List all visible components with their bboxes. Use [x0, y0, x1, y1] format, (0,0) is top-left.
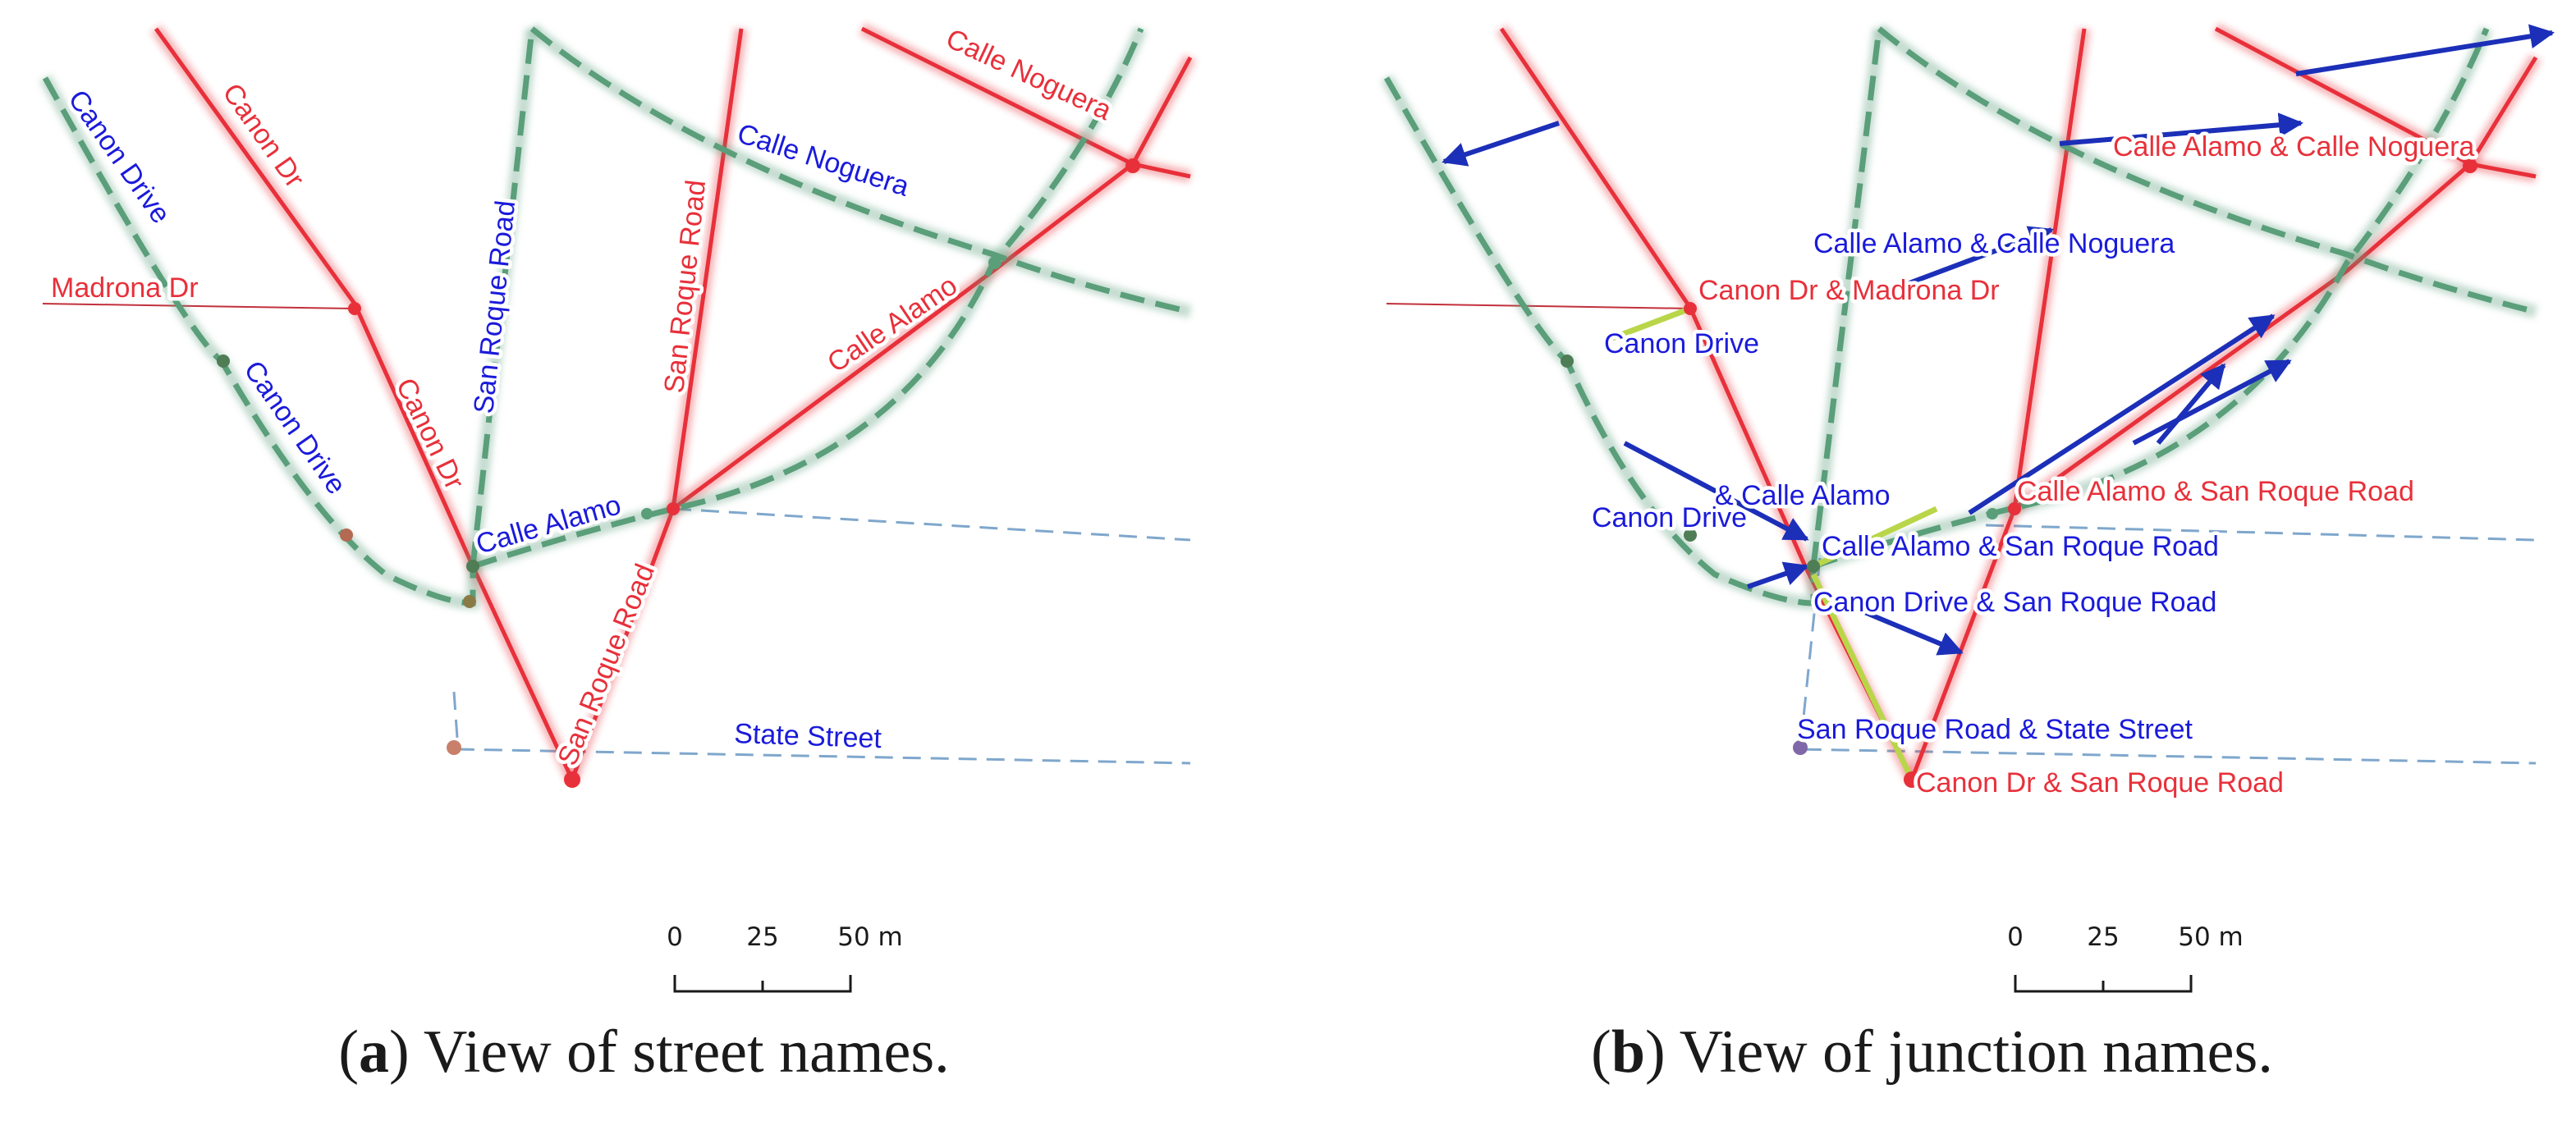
- green-dashed-street-lines-b: [1381, 23, 2537, 611]
- blue-arrows: [1442, 24, 2555, 656]
- scale-tick-25-b: 25: [2087, 922, 2119, 952]
- label-calle-alamo-calle-noguera-red: Calle Alamo & Calle Noguera: [2113, 131, 2474, 162]
- label-calle-alamo-san-roque-road-red: Calle Alamo & San Roque Road: [2017, 476, 2414, 507]
- panel-junction-names: Calle Alamo & Calle Noguera Calle Alamo …: [1288, 0, 2576, 1121]
- label-san-roque-road-bottom: San Roque Road: [552, 560, 661, 770]
- caption-text-a: ) View of street names.: [389, 1018, 950, 1086]
- junction-map-b: Calle Alamo & Calle Noguera Calle Alamo …: [1381, 22, 2555, 993]
- label-state-street: State Street: [734, 718, 882, 754]
- label-and-calle-alamo: & Calle Alamo: [1715, 480, 1891, 511]
- label-canon-drive-1: Canon Drive: [1604, 328, 1759, 359]
- junction-nodes: [217, 158, 1140, 788]
- green-dashed-street-lines: [39, 23, 1192, 611]
- scale-bar: 0 25 50 m: [667, 922, 903, 993]
- street-map-a: Canon Dr Canon Dr Madrona Dr Canon Drive…: [39, 19, 1197, 993]
- scale-tick-50m-b: 50 m: [2178, 922, 2244, 952]
- dashed-connector-line: [672, 507, 1191, 542]
- label-calle-alamo-san-roque-road-blue: Calle Alamo & San Roque Road: [1822, 531, 2219, 562]
- caption-letter-a: a: [359, 1018, 390, 1086]
- label-madrona-dr: Madrona Dr: [51, 272, 199, 304]
- scale-tick-0-b: 0: [2007, 922, 2024, 952]
- label-canon-drive-2: Canon Drive: [1592, 502, 1747, 533]
- label-canon-drive-san-roque-road: Canon Drive & San Roque Road: [1813, 587, 2216, 618]
- scale-tick-0: 0: [667, 922, 683, 952]
- label-canon-dr-madrona-dr: Canon Dr & Madrona Dr: [1698, 275, 2000, 306]
- state-street-line-b: [1799, 557, 2537, 765]
- panel-street-names: Canon Dr Canon Dr Madrona Dr Canon Drive…: [39, 19, 1197, 1086]
- scale-bar-b: 0 25 50 m: [2007, 922, 2244, 993]
- scale-tick-50m: 50 m: [837, 922, 903, 952]
- caption-letter-b: b: [1611, 1018, 1645, 1086]
- junction-nodes-b: [1561, 158, 2477, 788]
- caption-a: (a) View of street names.: [338, 1018, 950, 1086]
- link-segments: [1611, 305, 1938, 781]
- scale-tick-25: 25: [746, 922, 778, 952]
- caption-b: (b) View of junction names.: [1591, 1018, 2273, 1086]
- dashed-connector-line-b: [1985, 524, 2537, 542]
- label-san-roque-road-state-street: San Roque Road & State Street: [1797, 714, 2193, 745]
- label-calle-alamo-red: Calle Alamo: [822, 270, 963, 379]
- label-calle-alamo-calle-noguera-blue: Calle Alamo & Calle Noguera: [1813, 228, 2175, 259]
- caption-text-b: ) View of junction names.: [1644, 1018, 2273, 1086]
- label-san-roque-road-left: San Roque Road: [468, 199, 521, 414]
- label-canon-dr-san-roque-road: Canon Dr & San Roque Road: [1916, 767, 2284, 798]
